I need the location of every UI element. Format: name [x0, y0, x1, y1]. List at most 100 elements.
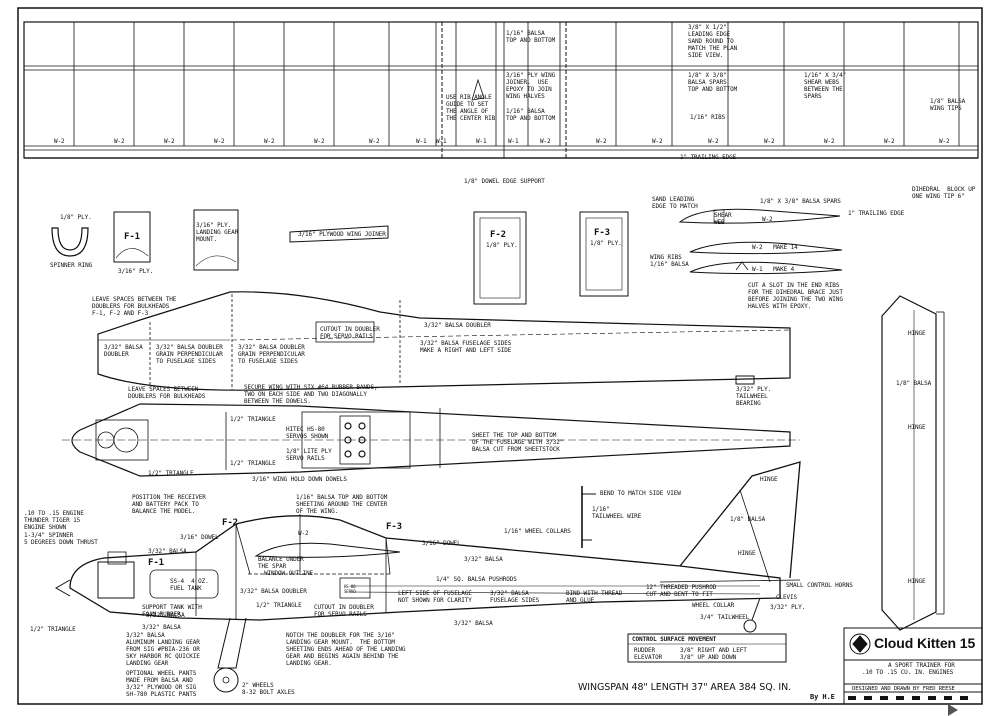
f2-part-label: F-2 [490, 230, 506, 240]
fuselage-sides-label: 3/32" BALSA FUSELAGE SIDES [490, 590, 540, 604]
fin-hinge-1: HINGE [760, 476, 778, 483]
sand-le-note: SAND LEADING EDGE TO MATCH [652, 196, 698, 210]
side-triangle-left: 1/2" TRIANGLE [30, 626, 76, 633]
f3-part-label: F-3 [594, 228, 610, 238]
rubber-bands-note: SECURE WING WITH SIX #64 RUBBER BANDS, T… [244, 384, 378, 405]
f2-ply-label: 1/8" PLY. [486, 242, 518, 249]
scale-segment [912, 696, 920, 700]
shear-web-label: SHEAR WEB [714, 212, 732, 226]
clevis-label: CLEVIS [776, 594, 798, 601]
elevator-label: ELEVATOR [634, 654, 663, 661]
side-w2-label: W-2 [298, 530, 309, 537]
wing-rib-label: W-2 [884, 138, 895, 145]
side-balsa-5: 3/32" BALSA [142, 624, 181, 631]
fuel-tank-label: SS-4 4 OZ. FUEL TANK [170, 578, 209, 592]
elevator-value: 3/8" UP AND DOWN [680, 654, 737, 661]
wing-rib-label: W-2 [164, 138, 175, 145]
stab-hinge-1: HINGE [908, 330, 926, 337]
wing-center-top-note: 1/16" BALSA TOP AND BOTTOM [506, 30, 556, 44]
pushrods-label: 1/4" SQ. BALSA PUSHRODS [436, 576, 517, 583]
dihedral-slot-note: CUT A SLOT IN THE END RIBS FOR THE DIHED… [748, 282, 843, 310]
side-f3-label: F-3 [386, 522, 402, 532]
joiner-part-label: 3/16" PLYWOOD WING JOINER [298, 231, 386, 238]
scale-segment [848, 696, 856, 700]
scale-segment [944, 696, 952, 700]
side-balsa-4: 3/32" BALSA [454, 620, 493, 627]
wing-rib-label: W-2 [264, 138, 275, 145]
wheels-label: 2" WHEELS 8-32 BOLT AXLES [242, 682, 295, 696]
control-surface-header: CONTROL SURFACE MOVEMENT [632, 636, 717, 643]
bulkhead-spaces-note: LEAVE SPACES BETWEEN THE DOUBLERS FOR BU… [92, 296, 177, 317]
servo-cutout-note: CUTOUT IN DOUBLER FOR SERVO RAILS [320, 326, 380, 340]
fuselage-top-view [62, 403, 800, 477]
left-triangle-label: 1/2" TRIANGLE [148, 470, 194, 477]
spinner-ring [51, 227, 89, 257]
rib-w2-label: W-2 [762, 216, 773, 223]
dowel-edge-support: 1/8" DOWEL EDGE SUPPORT [464, 178, 545, 185]
shear-webs-note: 1/16" X 3/4" SHEAR WEBS BETWEEN THE SPAR… [804, 72, 847, 100]
rib-sections [678, 208, 843, 275]
side-cutout-label: CUTOUT IN DOUBLER FOR SERVO RAILS [314, 604, 374, 618]
tailwheel-bearing-label: 3/32" PLY. TAILWHEEL BEARING [736, 386, 772, 407]
bulkhead-f1 [113, 211, 151, 263]
wing-rib-label: W-2 [540, 138, 551, 145]
bend-note: BEND TO MATCH SIDE VIEW [600, 490, 681, 497]
bulkhead-f3 [579, 211, 629, 297]
scale-segment [864, 696, 872, 700]
notch-note: NOTCH THE DOUBLER FOR THE 3/16" LANDING … [286, 632, 406, 667]
side-balsa-1: 3/32" BALSA [148, 548, 187, 555]
hs80-label: HS-80 SERVO [344, 584, 356, 594]
sheet-border [17, 7, 983, 705]
fin-balsa-label: 1/8" BALSA [730, 516, 766, 523]
f1-ply-label: 3/16" PLY. [118, 268, 154, 275]
wing-rib-lines [73, 22, 960, 146]
balsa-doubler-right: 3/32" BALSA DOUBLER [424, 322, 491, 329]
logo-emblem [849, 633, 871, 655]
corner-arrow-icon [948, 704, 958, 716]
scale-segment [960, 696, 968, 700]
plan-subtitle: A SPORT TRAINER FOR [888, 662, 955, 669]
balance-note: BALANCE UNDER THE SPAR [258, 556, 304, 570]
spinner-ply-label: 1/8" PLY. [60, 214, 92, 221]
spinner-thrust-note: 1-3/4" SPINNER 5 DEGREES DOWN THRUST [24, 532, 98, 546]
top-spaces-note: LEAVE SPACES BETWEEN DOUBLERS FOR BULKHE… [128, 386, 206, 400]
spinner-ring-label: SPINNER RING [50, 262, 93, 269]
side-f1-label: F-1 [148, 558, 164, 568]
wheel-collar-label: WHEEL COLLAR [692, 602, 735, 609]
stabilizer [881, 295, 945, 631]
sheet-note: SHEET THE TOP AND BOTTOM OF THE FUSELAGE… [472, 432, 564, 453]
scale-segment [896, 696, 904, 700]
wing-rib-label: W-2 [939, 138, 950, 145]
wing-rib-label: W-2 [764, 138, 775, 145]
wing-rib-label: W-2 [596, 138, 607, 145]
bulkhead-f2 [473, 211, 527, 305]
wing-rib-label: W-1 [416, 138, 427, 145]
wing-spar-note: 1/8" X 3/8" BALSA SPARS TOP AND BOTTOM [688, 72, 738, 93]
side-view-airplane [54, 461, 801, 693]
dihedral-note: DIHEDRAL BLOCK UP ONE WING TIP 6" [912, 186, 976, 200]
rudder-label: RUDDER [634, 647, 656, 654]
rib-spars-label: 1/8" X 3/8" BALSA SPARS [760, 198, 841, 205]
w1-make-label: W-1 MAKE 4 [752, 266, 795, 273]
side-f2-label: F-2 [222, 518, 238, 528]
rib-angle-note: USE RIB ANGLE GUIDE TO SET THE ANGLE OF … [446, 94, 496, 122]
wing-tips-note: 1/8" BALSA WING TIPS [930, 98, 966, 112]
gear-mount-plate [193, 209, 239, 271]
rib-te-label: 1" TRAILING EDGE [848, 210, 905, 217]
wing-rib-label: W-2 [114, 138, 125, 145]
bind-thread-note: BIND WITH THREAD AND GLUE [566, 590, 623, 604]
side-ply-label: 3/32" PLY. [770, 604, 806, 611]
tailwheel-parts [581, 375, 755, 548]
plan-designer: DESIGNED AND DRAWN BY FRED REESE [852, 686, 955, 692]
gear-mount-label: 3/16" PLY. LANDING GEAR MOUNT. [196, 222, 239, 243]
support-tank-note: SUPPORT TANK WITH FOAM RUBBER [142, 604, 202, 618]
specs-line: WINGSPAN 48" LENGTH 37" AREA 384 SQ. IN. [578, 682, 792, 693]
side-balsa-2: 3/32" BALSA [464, 556, 503, 563]
wing-rib-label: W-2 [824, 138, 835, 145]
scale-bar [848, 696, 968, 700]
top-triangle-label: 1/2" TRIANGLE [230, 416, 276, 423]
wing-ribs-label: WING RIBS 1/16" BALSA [650, 254, 689, 268]
dowel-2-label: 3/16" DOWEL [422, 540, 461, 547]
fuselage-side-doubler [97, 291, 791, 391]
